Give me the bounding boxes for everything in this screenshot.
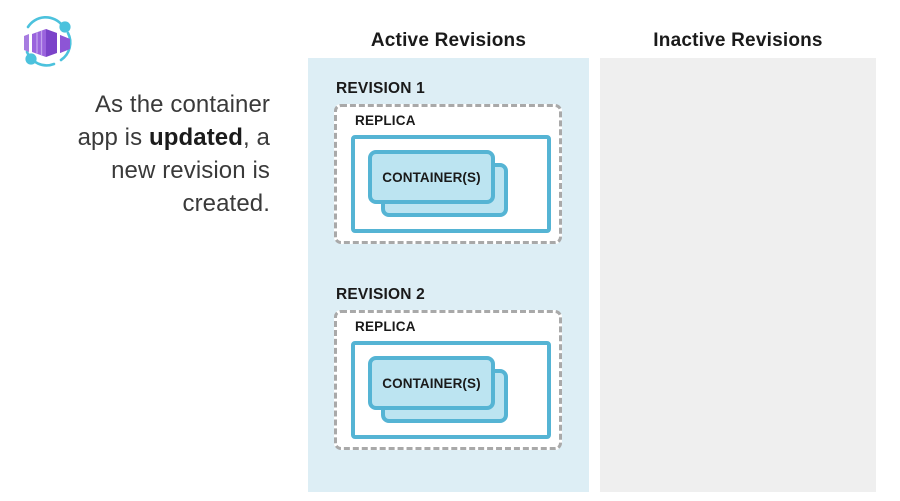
inactive-revisions-header: Inactive Revisions [653,30,823,51]
replica-boundary: CONTAINER(S) [351,341,551,439]
explanation-column: As the container app is updated, a new r… [0,0,300,501]
caption-line-2-suffix: , a [243,124,270,151]
revision-label: REVISION 1 [336,80,425,97]
active-revisions-panel: REVISION 1 REPLICA CONTAINER(S) REVISION… [308,58,589,492]
revision-boundary: REPLICA CONTAINER(S) [334,310,562,450]
inactive-revisions-panel [600,58,876,492]
caption-line-3: new revision is [111,157,270,184]
caption-line-2-prefix: app is [77,124,149,151]
replica-boundary: CONTAINER(S) [351,135,551,233]
container-box-front: CONTAINER(S) [368,356,495,410]
active-revisions-header: Active Revisions [370,30,527,51]
caption-emphasis-updated: updated [148,124,244,151]
container-box-front: CONTAINER(S) [368,150,495,204]
revision-boundary: REPLICA CONTAINER(S) [334,104,562,244]
caption-text: As the container app is updated, a new r… [8,88,270,220]
container-label: CONTAINER(S) [382,375,481,391]
azure-container-apps-icon [16,14,78,72]
replica-label: REPLICA [355,319,416,334]
replica-label: REPLICA [355,113,416,128]
revision-label: REVISION 2 [336,286,425,303]
container-label: CONTAINER(S) [382,169,481,185]
caption-line-4: created. [182,190,270,217]
caption-line-1: As the container [94,91,270,118]
